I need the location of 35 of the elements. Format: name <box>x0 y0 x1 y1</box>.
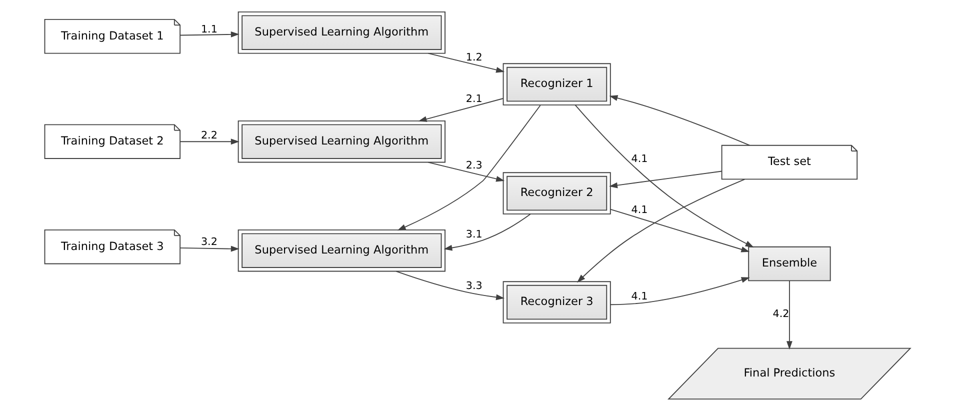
arrow <box>610 208 750 252</box>
arrow <box>396 270 505 300</box>
arrow <box>428 52 505 73</box>
arrow <box>418 98 504 122</box>
node-box: Supervised Learning Algorithm <box>238 120 446 163</box>
edge-label: 4.1 <box>631 204 648 216</box>
edge-label: 3.3 <box>466 280 482 292</box>
node-box: Recognizer 2 <box>502 172 611 214</box>
edge-label: 4.1 <box>631 290 648 302</box>
node-box: Recognizer 1 <box>502 63 611 106</box>
arrow <box>609 95 750 146</box>
arrow <box>444 214 531 251</box>
edge-label: 1.1 <box>200 23 218 36</box>
node-box: Recognizer 3 <box>502 281 611 324</box>
arrow <box>786 280 792 350</box>
edge-label: 2.2 <box>200 130 218 142</box>
arrow <box>576 178 746 283</box>
node-box: Supervised Learning Algorithm <box>238 229 446 272</box>
edge-label: 1.2 <box>466 52 482 64</box>
node-box: Supervised Learning Algorithm <box>238 11 446 54</box>
arrow <box>428 162 505 182</box>
arrow <box>180 31 240 38</box>
arrow <box>397 104 541 230</box>
edge-label: 4.1 <box>631 153 648 166</box>
edge-label: 4.2 <box>772 308 790 320</box>
edge-label: 3.2 <box>200 236 218 248</box>
arrow <box>574 104 754 248</box>
arrow <box>609 170 722 188</box>
node-box: Ensemble <box>748 246 831 282</box>
arrow <box>180 246 240 252</box>
edge-label: 2.1 <box>466 92 482 105</box>
edge-label: 3.1 <box>466 228 482 240</box>
arrow <box>180 138 240 145</box>
edge-label: 2.3 <box>466 160 482 172</box>
arrow <box>610 277 750 306</box>
